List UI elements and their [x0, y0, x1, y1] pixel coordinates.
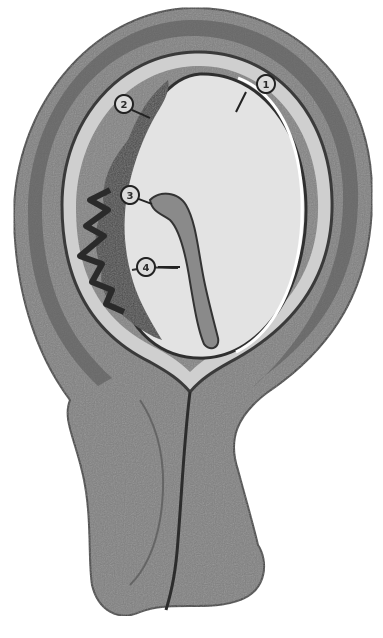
marker-1-label: 1: [263, 80, 270, 91]
marker-1: 1: [257, 75, 275, 93]
marker-4: 4: [137, 258, 155, 276]
marker-2: 2: [115, 95, 133, 113]
marker-2-label: 2: [121, 100, 128, 111]
marker-3: 3: [121, 186, 139, 204]
marker-4-label: 4: [143, 263, 150, 274]
marker-3-label: 3: [127, 191, 134, 202]
